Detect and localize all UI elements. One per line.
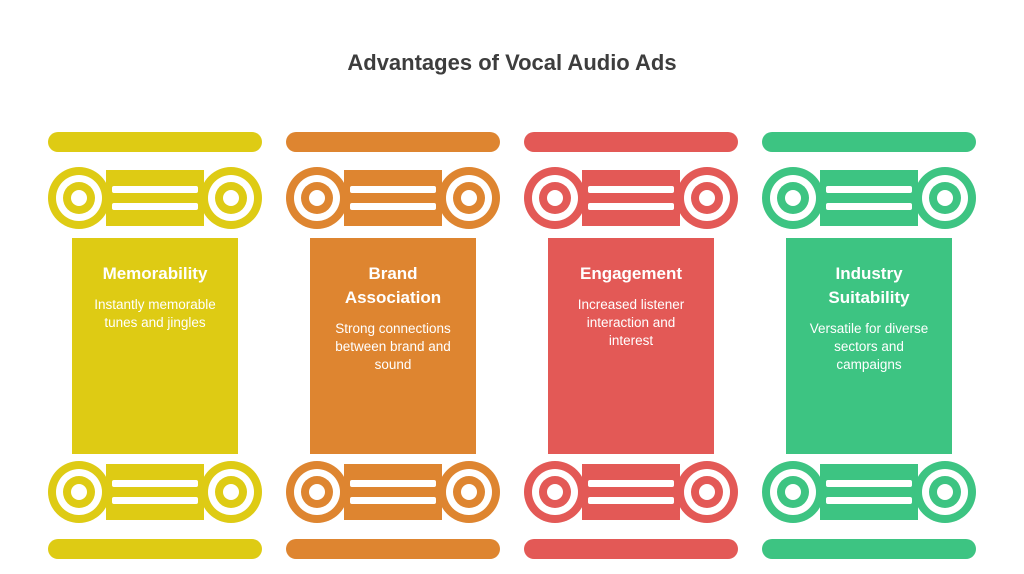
- pillar-top-capital-band: [820, 170, 918, 226]
- pillar-base-bar: [524, 539, 738, 559]
- pillar-shaft: [310, 238, 476, 454]
- pillar-top-capital-band: [344, 170, 442, 226]
- pillar-shaft: [548, 238, 714, 454]
- pillar-top-capital-groove-top: [350, 186, 436, 193]
- pillar-title: Engagement: [548, 262, 714, 286]
- pillar-top-capital-volute-left-eye: [785, 190, 801, 206]
- pillar-title-line: Association: [344, 288, 442, 307]
- pillar-shaft: [786, 238, 952, 454]
- pillar-description-line: interaction and: [586, 315, 676, 330]
- pillar-top-bar: [48, 132, 262, 152]
- pillar-shaft: [72, 238, 238, 454]
- pillar-graphic: [286, 132, 500, 559]
- pillar-bottom-capital-band: [106, 464, 204, 520]
- pillar-description-line: interest: [608, 333, 654, 348]
- pillar-graphic: [762, 132, 976, 559]
- pillar-description-line: between brand and: [335, 339, 451, 354]
- pillar-description: Versatile for diverse sectors and campaign…: [786, 320, 952, 374]
- pillar-description-line: Increased listener: [577, 297, 685, 312]
- pillar-bottom-capital-groove-top: [588, 480, 674, 487]
- pillar-description-line: campaigns: [836, 357, 902, 372]
- pillar-top-capital-groove-bottom: [588, 203, 674, 210]
- pillar-bottom-capital-volute-left-eye: [71, 484, 87, 500]
- pillar-bottom-capital-band: [582, 464, 680, 520]
- pillar-bottom-capital-band: [344, 464, 442, 520]
- pillar-top-bar: [762, 132, 976, 152]
- pillar-bottom-capital-volute-left-eye: [547, 484, 563, 500]
- pillar-bottom-capital-volute-right-eye: [461, 484, 477, 500]
- pillar-bottom-capital-groove-bottom: [826, 497, 912, 504]
- pillar-top-capital-band: [106, 170, 204, 226]
- pillar-base-bar: [286, 539, 500, 559]
- pillar-bottom-capital-volute-right-eye: [223, 484, 239, 500]
- pillar-bottom-capital-band: [820, 464, 918, 520]
- pillar-bottom-capital-groove-bottom: [588, 497, 674, 504]
- pillar-description-line: Instantly memorable: [94, 297, 216, 312]
- pillar-bottom-capital-groove-bottom: [350, 497, 436, 504]
- pillar-top-bar: [286, 132, 500, 152]
- pillar-bottom-capital-volute-right-eye: [699, 484, 715, 500]
- pillar-top-capital-volute-left-eye: [547, 190, 563, 206]
- pillar-graphic: [48, 132, 262, 559]
- pillar-bottom-capital-volute-left-eye: [309, 484, 325, 500]
- pillar-bottom-capital-groove-bottom: [112, 497, 198, 504]
- pillar-description: Strong connections between brand and sound: [310, 320, 476, 374]
- pillar-top-bar: [524, 132, 738, 152]
- pillar-title-line: Brand: [368, 264, 418, 283]
- pillar-top-capital-groove-bottom: [826, 203, 912, 210]
- pillar-bottom-capital-volute-left-eye: [785, 484, 801, 500]
- pillar-title-line: Engagement: [579, 264, 683, 283]
- pillar-description-line: sectors and: [834, 339, 904, 354]
- pillar-top-capital-volute-right-eye: [223, 190, 239, 206]
- pillar-top-capital-volute-right-eye: [937, 190, 953, 206]
- pillar-bottom-capital-groove-top: [826, 480, 912, 487]
- pillar-top-capital-groove-bottom: [112, 203, 198, 210]
- pillar-title: Memorability: [72, 262, 238, 286]
- pillar-graphic: [524, 132, 738, 559]
- pillar-top-capital-volute-left-eye: [71, 190, 87, 206]
- pillar-description: Increased listener interaction and interes…: [548, 296, 714, 350]
- pillar-top-capital-band: [582, 170, 680, 226]
- pillar-top-capital-groove-top: [112, 186, 198, 193]
- pillar-bottom-capital-groove-top: [350, 480, 436, 487]
- pillar-base-bar: [48, 539, 262, 559]
- pillar-top-capital-groove-top: [826, 186, 912, 193]
- page-title: Advantages of Vocal Audio Ads: [347, 50, 677, 75]
- pillar-description-line: sound: [374, 357, 412, 372]
- pillar-title-line: Suitability: [828, 288, 910, 307]
- pillar-top-capital-volute-left-eye: [309, 190, 325, 206]
- pillar-description-line: Versatile for diverse: [809, 321, 929, 336]
- pillar-top-capital-volute-right-eye: [699, 190, 715, 206]
- pillar-top-capital-groove-top: [588, 186, 674, 193]
- pillar-bottom-capital-volute-right-eye: [937, 484, 953, 500]
- pillar-description-line: tunes and jingles: [104, 315, 206, 330]
- pillar-top-capital-groove-bottom: [350, 203, 436, 210]
- pillar-bottom-capital-groove-top: [112, 480, 198, 487]
- pillar-base-bar: [762, 539, 976, 559]
- pillar-title-line: Industry: [835, 264, 903, 283]
- pillar-description: Instantly memorable tunes and jingles: [72, 296, 238, 332]
- pillar-top-capital-volute-right-eye: [461, 190, 477, 206]
- pillar-title-line: Memorability: [102, 264, 208, 283]
- pillar-description-line: Strong connections: [335, 321, 451, 336]
